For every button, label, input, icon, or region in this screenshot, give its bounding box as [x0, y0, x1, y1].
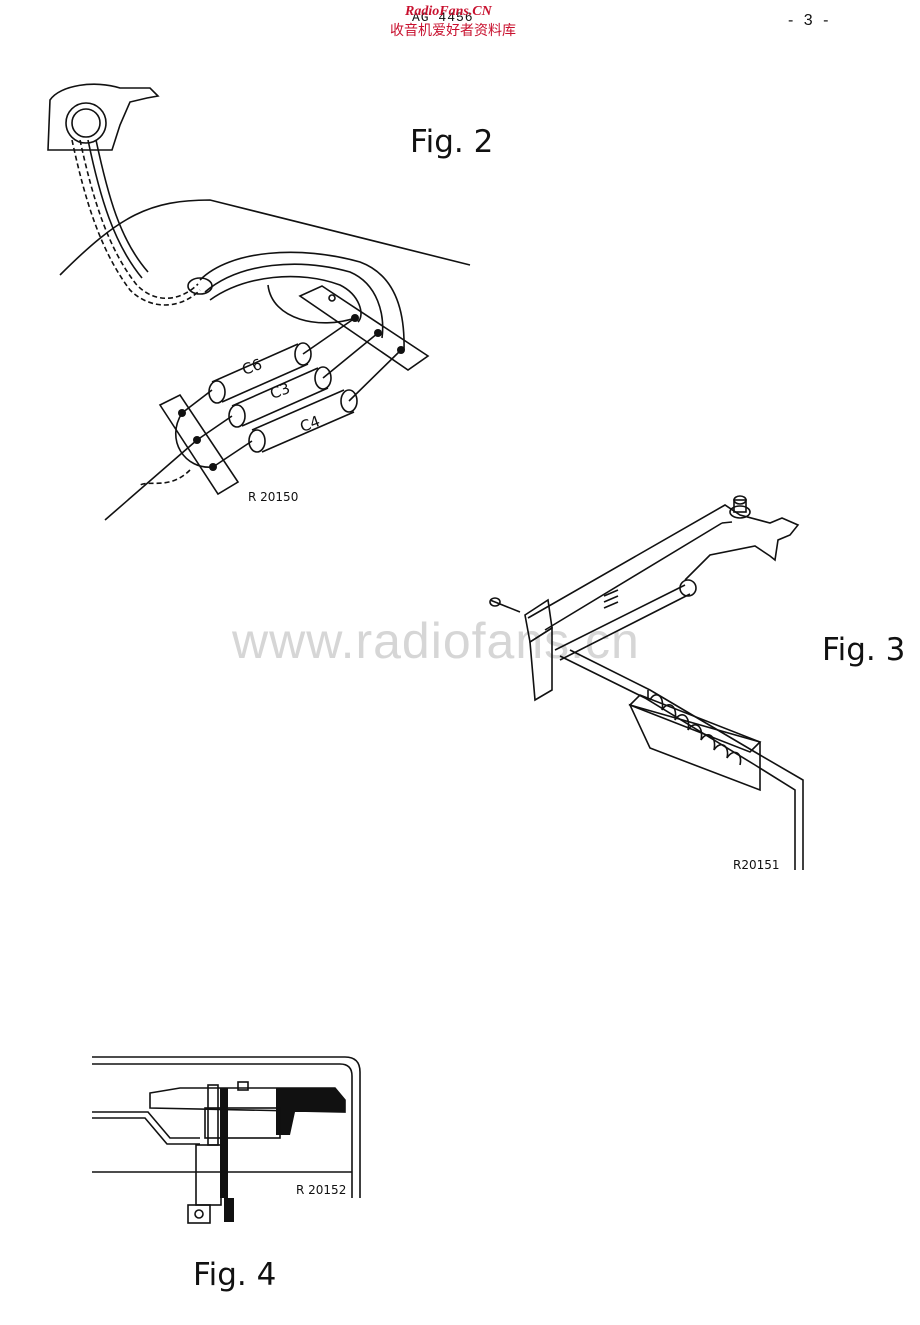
figure-2-reference: R 20150 — [248, 490, 299, 504]
brand-subtitle: 收音机爱好者资料库 — [390, 22, 516, 38]
figure-3-caption: Fig. 3 — [822, 632, 906, 668]
page-number: - 3 - — [788, 12, 832, 29]
watermark: www.radiofans.cn — [232, 613, 640, 669]
document-id: AG 4456 — [412, 10, 474, 25]
figure-3-reference: R20151 — [733, 858, 780, 872]
brand-logo-text: RadioFans.CN — [405, 4, 492, 19]
figure-4-caption: Fig. 4 — [193, 1257, 277, 1293]
figure-4-reference: R 20152 — [296, 1183, 347, 1197]
figure-2-caption: Fig. 2 — [410, 124, 494, 160]
